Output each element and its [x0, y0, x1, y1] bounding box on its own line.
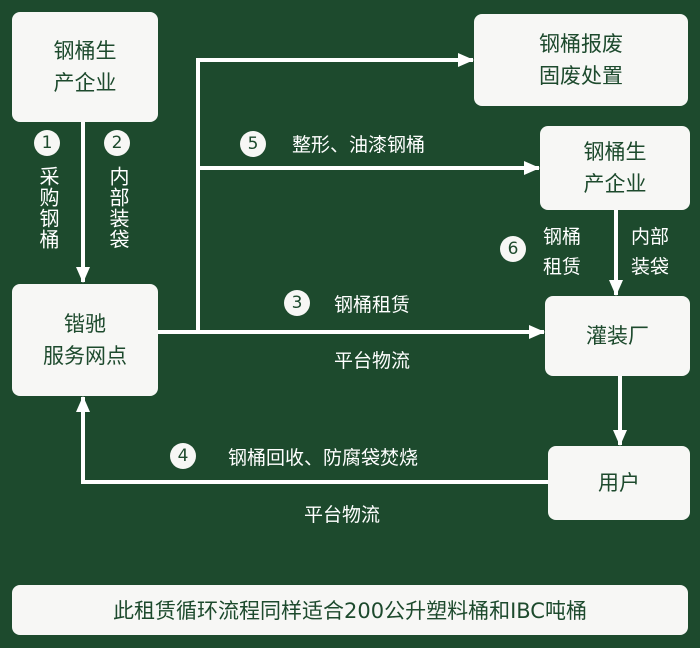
step-4-label: 钢桶回收、防腐袋焚烧	[228, 447, 419, 469]
box-label: 用户	[598, 471, 640, 495]
step-1-label: 采购钢桶	[36, 166, 60, 250]
box-producer-right: 钢桶生 产企业	[540, 126, 690, 210]
box-label: 钢桶报废 固废处置	[539, 32, 623, 88]
step-3-sub: 平台物流	[334, 350, 411, 372]
step-3-label: 钢桶租赁	[334, 294, 411, 316]
footer-note: 此租赁循环流程同样适合200公升塑料桶和IBC吨桶	[12, 585, 688, 635]
box-label: 灌装厂	[586, 324, 649, 348]
step-6-label: 钢桶 租赁	[543, 226, 582, 278]
box-user: 用户	[548, 446, 690, 520]
box-scrap-disposal: 钢桶报废 固废处置	[474, 14, 688, 106]
footer-text: 此租赁循环流程同样适合200公升塑料桶和IBC吨桶	[113, 599, 587, 623]
step-4-sub: 平台物流	[304, 504, 381, 526]
step-2-badge: 2	[104, 130, 130, 156]
box-label: 锴驰 服务网点	[43, 312, 127, 368]
step-1-badge: 1	[34, 130, 60, 156]
box-label: 钢桶生 产企业	[583, 140, 647, 196]
step-6-badge: 6	[500, 236, 526, 262]
box-producer-top: 钢桶生 产企业	[12, 12, 158, 122]
step-4-badge: 4	[170, 443, 196, 469]
box-dealer: 锴驰 服务网点	[12, 284, 158, 396]
step-3-badge: 3	[284, 290, 310, 316]
step-5-label: 整形、油漆钢桶	[292, 134, 426, 156]
step-6-right-label: 内部 装袋	[631, 226, 670, 278]
step-5-badge: 5	[240, 131, 266, 157]
step-2-label: 内部装袋	[106, 166, 130, 250]
box-filling-plant: 灌装厂	[545, 296, 690, 376]
box-label: 钢桶生 产企业	[53, 39, 117, 95]
